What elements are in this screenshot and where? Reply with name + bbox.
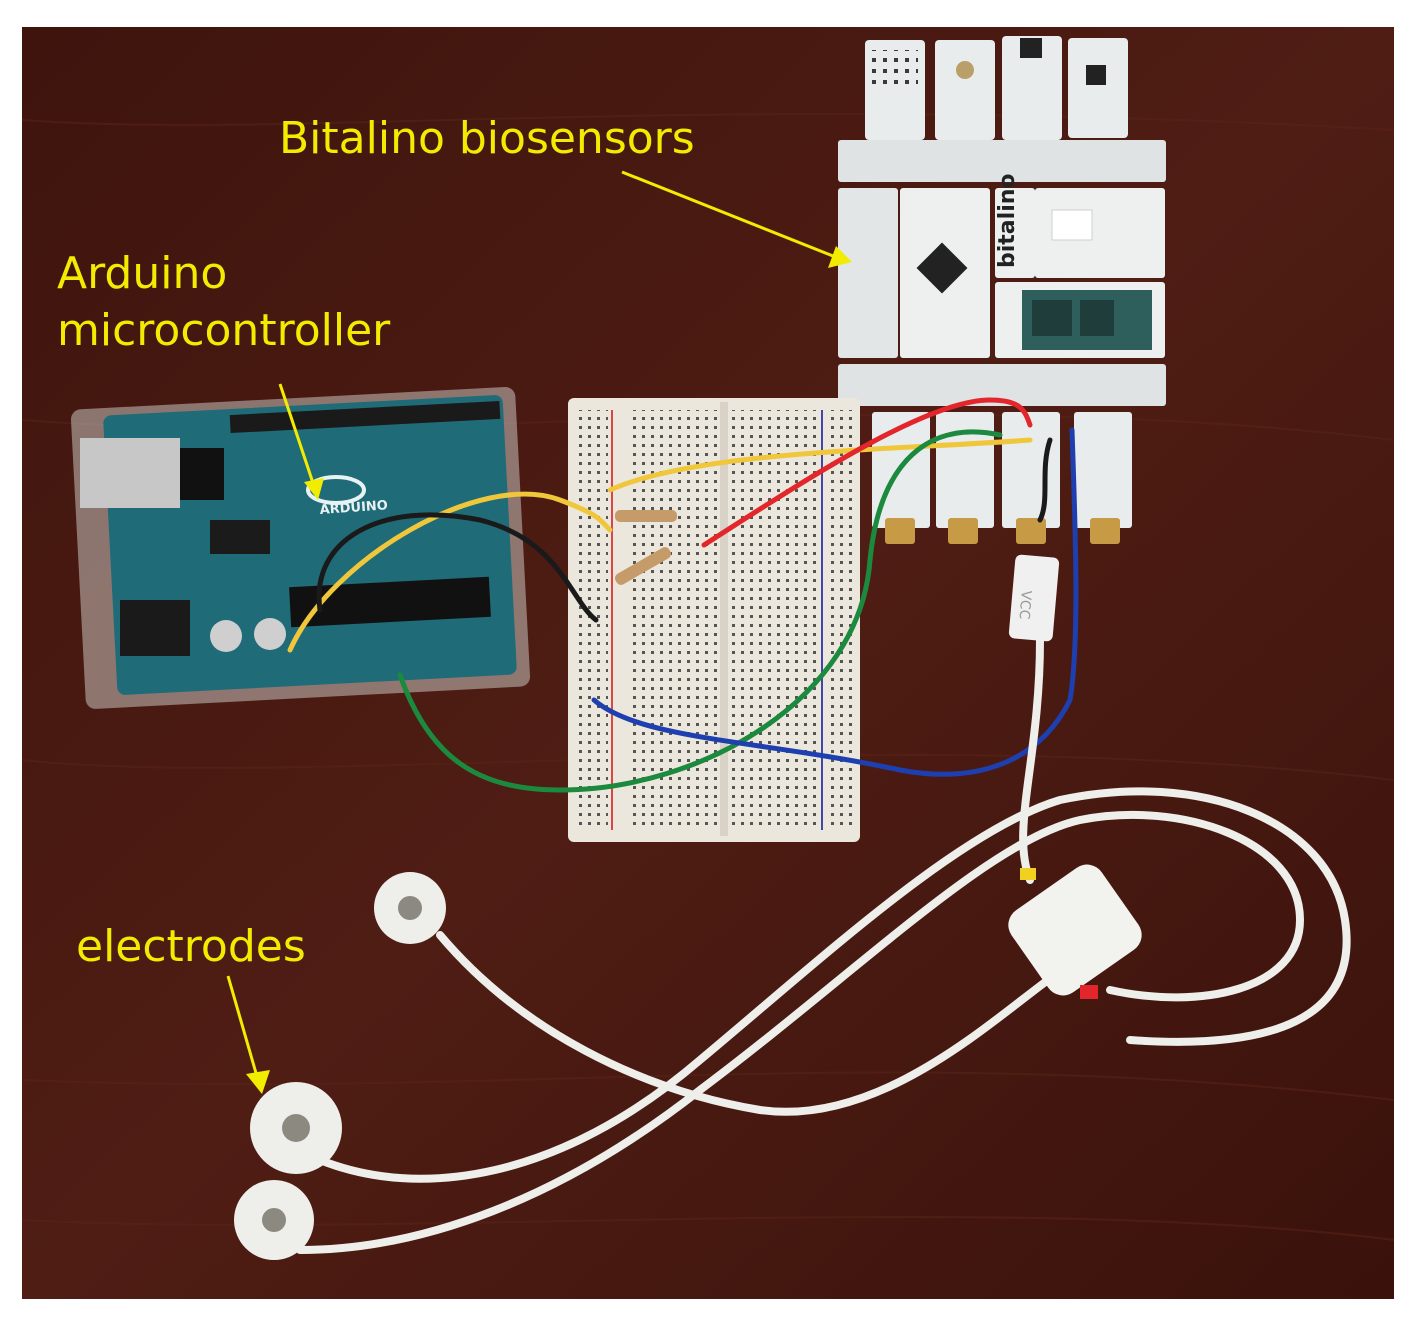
breadboard <box>568 398 860 842</box>
arduino-label-line2: microcontroller <box>57 305 391 357</box>
arduino-board: ARDUINO <box>70 387 531 709</box>
bitalino-label: Bitalino biosensors <box>279 113 695 164</box>
electrode-cables <box>296 636 1351 1254</box>
usb-plug-text: VCC <box>1015 590 1033 621</box>
electrode-top <box>374 872 446 944</box>
arduino-label: Arduino microcontroller <box>57 245 390 359</box>
arrow-icon <box>278 383 324 500</box>
bitalino-logo-text: bitalino <box>995 173 1020 268</box>
bitalino-board: bitalino <box>838 36 1166 544</box>
arrow-icon <box>621 170 852 268</box>
electrodes-label: electrodes <box>76 921 306 972</box>
electrode-bottom <box>234 1180 314 1260</box>
usb-plug: VCC <box>1008 554 1060 642</box>
arduino-label-line1: Arduino <box>57 248 228 299</box>
cable-junction <box>1008 864 1142 999</box>
electrode-middle <box>250 1082 342 1174</box>
wires <box>287 397 1079 793</box>
arrow-icon <box>226 975 270 1094</box>
